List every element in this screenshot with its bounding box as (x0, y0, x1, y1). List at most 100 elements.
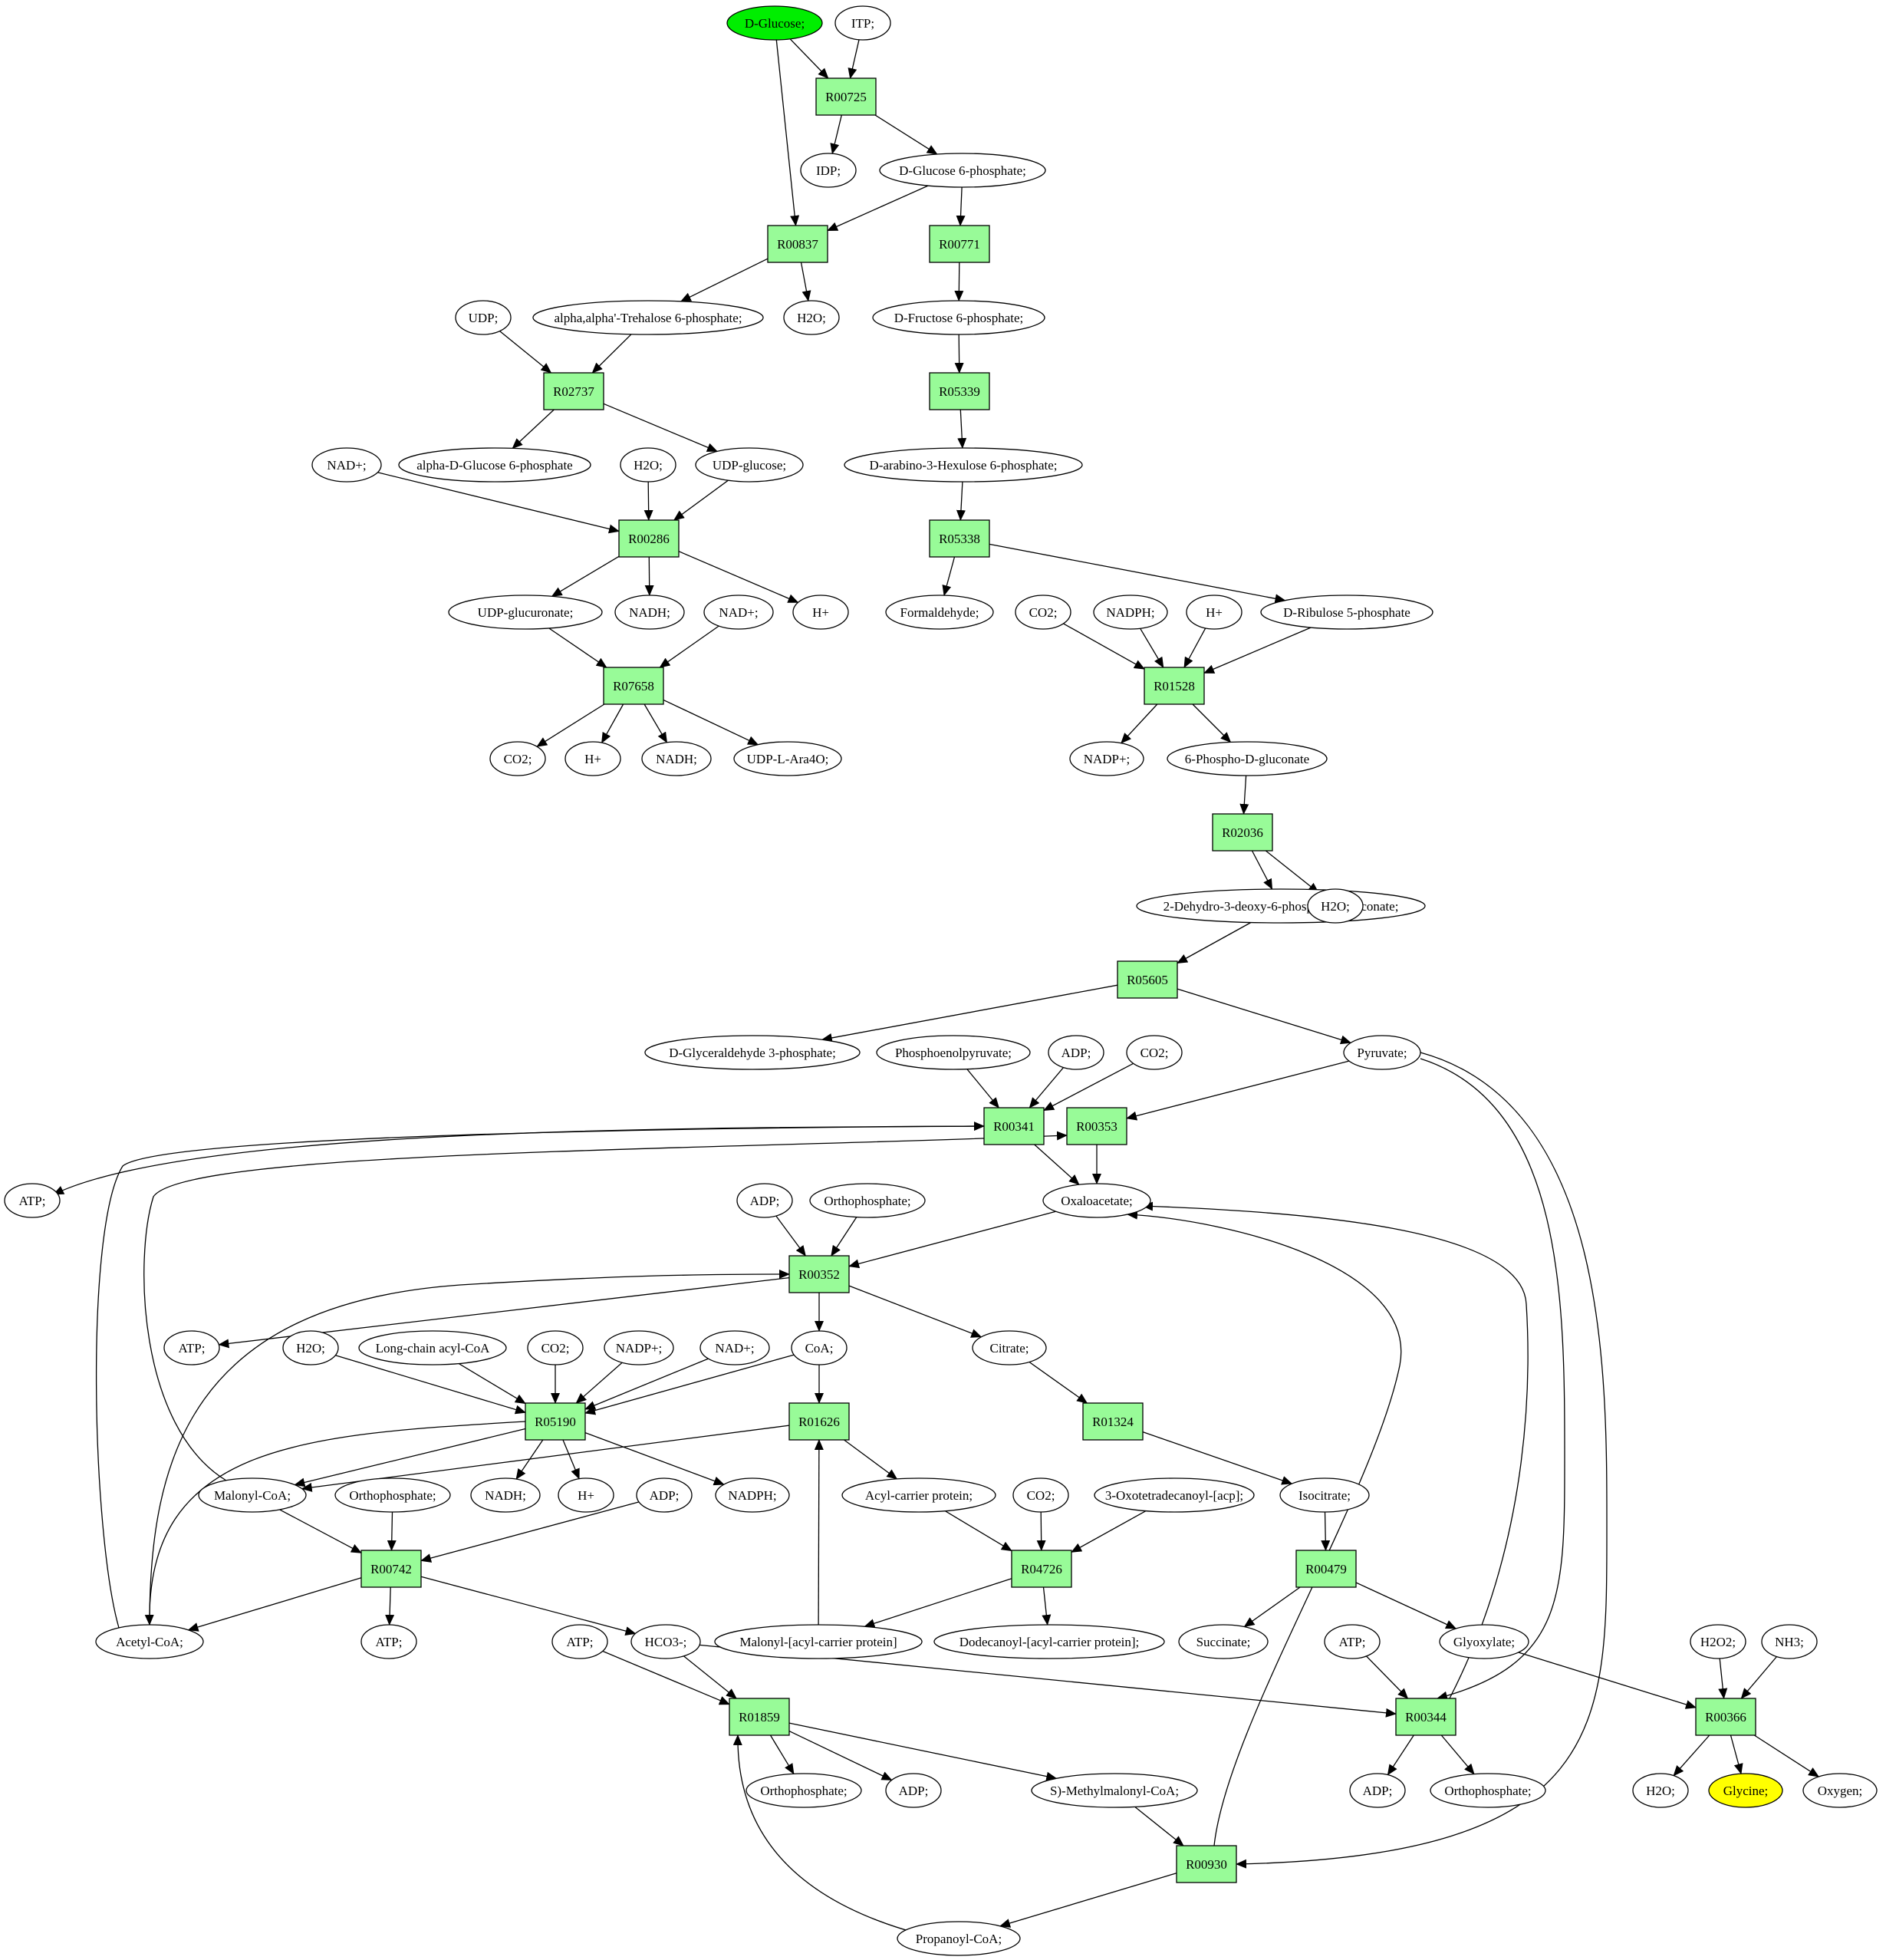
metabolite-node-m-nadp-2[interactable]: NADP+; (604, 1330, 674, 1365)
metabolite-node-m-gap[interactable]: D-Glyceraldehyde 3-phosphate; (644, 1035, 861, 1070)
metabolite-node-m-coa[interactable]: CoA; (791, 1330, 848, 1365)
metabolite-node-m-6pg[interactable]: 6-Phospho-D-gluconate (1167, 741, 1328, 776)
metabolite-node-m-co2-4[interactable]: CO2; (527, 1330, 584, 1365)
metabolite-node-m-acp[interactable]: Acyl-carrier protein; (841, 1477, 996, 1513)
metabolite-node-m-oaa[interactable]: Oxaloacetate; (1042, 1183, 1151, 1218)
metabolite-node-m-udpglcur[interactable]: UDP-glucuronate; (448, 595, 603, 630)
metabolite-node-m-nh3[interactable]: NH3; (1761, 1624, 1818, 1659)
metabolite-node-m-nad-1[interactable]: NAD+; (311, 447, 382, 483)
metabolite-node-m-adp-1[interactable]: ADP; (1048, 1035, 1104, 1070)
metabolite-node-m-lcacoa[interactable]: Long-chain acyl-CoA (358, 1330, 507, 1365)
metabolite-node-m-udpglc[interactable]: UDP-glucose; (695, 447, 804, 483)
reaction-node-r-r00366[interactable]: R00366 (1695, 1698, 1756, 1736)
metabolite-node-m-h2o-1[interactable]: H2O; (783, 300, 840, 335)
metabolite-node-m-nadh-3[interactable]: NADH; (470, 1477, 541, 1513)
reaction-node-r-r07658[interactable]: R07658 (603, 667, 664, 705)
reaction-node-r-r05605[interactable]: R05605 (1117, 960, 1178, 999)
metabolite-node-m-oxotd[interactable]: 3-Oxotetradecanoyl-[acp]; (1094, 1477, 1255, 1513)
reaction-node-r-r00742[interactable]: R00742 (360, 1550, 422, 1588)
metabolite-node-m-h-3[interactable]: H+ (564, 741, 621, 776)
metabolite-node-m-atp-2[interactable]: ATP; (163, 1330, 220, 1365)
reaction-node-r-r05339[interactable]: R05339 (929, 372, 990, 410)
metabolite-node-m-pi-3[interactable]: Orthophosphate; (746, 1773, 862, 1808)
metabolite-node-m-glycine[interactable]: Glycine; (1708, 1773, 1783, 1808)
metabolite-node-m-adp-4[interactable]: ADP; (885, 1773, 942, 1808)
metabolite-node-m-adg6p[interactable]: alpha-D-Glucose 6-phosphate (398, 447, 591, 483)
metabolite-node-m-pi-1[interactable]: Orthophosphate; (809, 1183, 926, 1218)
metabolite-node-m-f6p[interactable]: D-Fructose 6-phosphate; (872, 300, 1045, 335)
reaction-node-r-r02737[interactable]: R02737 (543, 372, 604, 410)
metabolite-node-m-atp-5[interactable]: ATP; (1324, 1624, 1381, 1659)
metabolite-node-m-propcoa[interactable]: Propanoyl-CoA; (897, 1921, 1021, 1956)
metabolite-node-m-h-4[interactable]: H+ (558, 1477, 614, 1513)
metabolite-node-m-nad-2[interactable]: NAD+; (703, 595, 774, 630)
metabolite-node-m-h2o-5[interactable]: H2O; (1632, 1773, 1689, 1808)
metabolite-node-m-dglucose[interactable]: D-Glucose; (726, 5, 823, 41)
reaction-node-r-r00725[interactable]: R00725 (815, 77, 877, 116)
metabolite-node-m-co2-1[interactable]: CO2; (1015, 595, 1071, 630)
metabolite-node-m-adp-3[interactable]: ADP; (636, 1477, 693, 1513)
metabolite-node-m-udpara[interactable]: UDP-L-Ara4O; (733, 741, 842, 776)
reaction-node-r-r01859[interactable]: R01859 (729, 1698, 790, 1736)
metabolite-node-m-formald[interactable]: Formaldehyde; (885, 595, 994, 630)
metabolite-node-m-h2o-2[interactable]: H2O; (620, 447, 676, 483)
metabolite-node-m-nadp-1[interactable]: NADP+; (1069, 741, 1144, 776)
metabolite-node-m-ru5p[interactable]: D-Ribulose 5-phosphate (1260, 595, 1433, 630)
metabolite-node-m-smmcoa[interactable]: S)-Methylmalonyl-CoA; (1031, 1773, 1198, 1808)
reaction-node-r-r00344[interactable]: R00344 (1395, 1698, 1456, 1736)
metabolite-node-m-h2o2[interactable]: H2O2; (1690, 1624, 1746, 1659)
metabolite-node-m-udp[interactable]: UDP; (455, 300, 512, 335)
metabolite-node-m-h-2[interactable]: H+ (1186, 595, 1243, 630)
reaction-node-r-r00930[interactable]: R00930 (1176, 1845, 1237, 1883)
metabolite-node-m-adp-5[interactable]: ADP; (1349, 1773, 1406, 1808)
reaction-node-r-r05338[interactable]: R05338 (929, 519, 990, 558)
metabolite-node-m-isocit[interactable]: Isocitrate; (1279, 1477, 1370, 1513)
metabolite-node-m-atp-1[interactable]: ATP; (4, 1183, 61, 1218)
metabolite-node-m-hexulose[interactable]: D-arabino-3-Hexulose 6-phosphate; (844, 447, 1083, 483)
metabolite-node-m-pi-2[interactable]: Orthophosphate; (334, 1477, 451, 1513)
metabolite-node-m-kdpg[interactable]: 2-Dehydro-3-deoxy-6-phospho-D-gluconate; (1136, 888, 1426, 924)
metabolite-node-m-citrate[interactable]: Citrate; (972, 1330, 1047, 1365)
reaction-node-r-r00286[interactable]: R00286 (618, 519, 680, 558)
metabolite-node-m-hco3[interactable]: HCO3-; (630, 1624, 701, 1659)
reaction-node-r-r00353[interactable]: R00353 (1066, 1107, 1127, 1145)
metabolite-node-m-itp[interactable]: ITP; (834, 5, 891, 41)
metabolite-node-m-oxygen[interactable]: Oxygen; (1802, 1773, 1878, 1808)
metabolite-node-m-pi-4[interactable]: Orthophosphate; (1430, 1773, 1546, 1808)
metabolite-node-m-treh6p[interactable]: alpha,alpha'-Trehalose 6-phosphate; (532, 300, 764, 335)
metabolite-node-m-atp-3[interactable]: ATP; (360, 1624, 417, 1659)
reaction-node-r-r05190[interactable]: R05190 (525, 1402, 586, 1441)
metabolite-node-m-malcoa[interactable]: Malonyl-CoA; (198, 1477, 307, 1513)
reaction-node-r-r02036[interactable]: R02036 (1212, 813, 1273, 852)
metabolite-node-m-succ[interactable]: Succinate; (1178, 1624, 1269, 1659)
metabolite-node-m-h2o-4[interactable]: H2O; (282, 1330, 339, 1365)
metabolite-node-m-pyr[interactable]: Pyruvate; (1343, 1035, 1421, 1070)
reaction-node-r-r01626[interactable]: R01626 (788, 1402, 850, 1441)
metabolite-node-m-co2-2[interactable]: CO2; (489, 741, 546, 776)
reaction-node-r-r00479[interactable]: R00479 (1295, 1550, 1357, 1588)
metabolite-node-m-nadph-1[interactable]: NADPH; (1093, 595, 1168, 630)
metabolite-node-m-nadh-1[interactable]: NADH; (614, 595, 685, 630)
reaction-node-r-r00352[interactable]: R00352 (788, 1255, 850, 1293)
metabolite-node-m-h-1[interactable]: H+ (792, 595, 849, 630)
metabolite-node-m-nad-3[interactable]: NAD+; (699, 1330, 770, 1365)
metabolite-node-m-glyox[interactable]: Glyoxylate; (1439, 1624, 1529, 1659)
metabolite-node-m-co2-5[interactable]: CO2; (1012, 1477, 1069, 1513)
reaction-node-r-r01528[interactable]: R01528 (1144, 667, 1205, 705)
metabolite-node-m-malacp[interactable]: Malonyl-[acyl-carrier protein] (714, 1624, 923, 1659)
metabolite-node-m-adp-2[interactable]: ADP; (736, 1183, 793, 1218)
reaction-node-r-r00771[interactable]: R00771 (929, 225, 990, 263)
metabolite-node-m-g6p[interactable]: D-Glucose 6-phosphate; (879, 153, 1046, 188)
reaction-node-r-r00341[interactable]: R00341 (983, 1107, 1045, 1145)
metabolite-node-m-acetylcoa[interactable]: Acetyl-CoA; (95, 1624, 204, 1659)
metabolite-node-m-dodacp[interactable]: Dodecanoyl-[acyl-carrier protein]; (933, 1624, 1165, 1659)
metabolite-node-m-pep[interactable]: Phosphoenolpyruvate; (876, 1035, 1031, 1070)
metabolite-node-m-idp[interactable]: IDP; (800, 153, 857, 188)
reaction-node-r-r04726[interactable]: R04726 (1011, 1550, 1072, 1588)
metabolite-node-m-atp-4[interactable]: ATP; (551, 1624, 608, 1659)
metabolite-node-m-nadph-2[interactable]: NADPH; (715, 1477, 790, 1513)
reaction-node-r-r00837[interactable]: R00837 (767, 225, 828, 263)
metabolite-node-m-co2-3[interactable]: CO2; (1126, 1035, 1183, 1070)
metabolite-node-m-h2o-3[interactable]: H2O; (1307, 888, 1364, 924)
reaction-node-r-r01324[interactable]: R01324 (1082, 1402, 1144, 1441)
